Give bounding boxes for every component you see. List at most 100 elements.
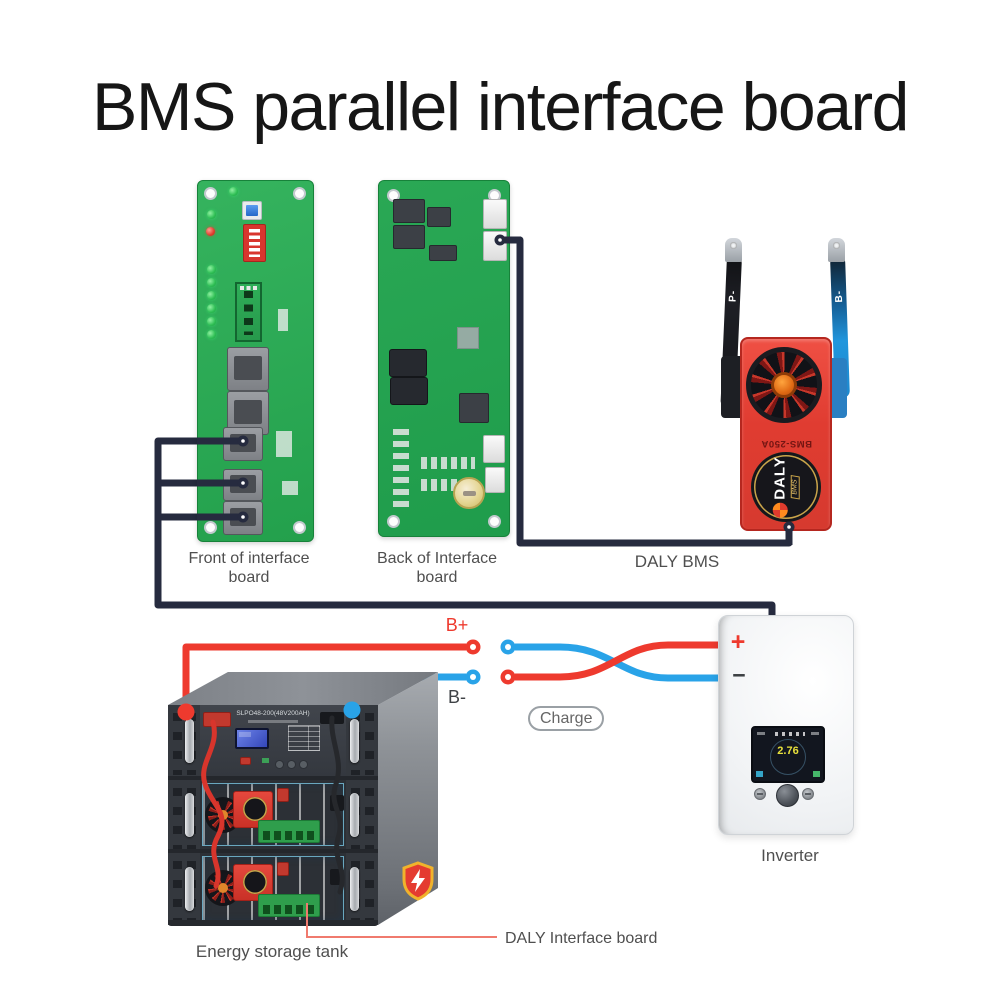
led-column	[207, 291, 216, 300]
mounting-hole	[387, 515, 400, 528]
battery-module-open	[200, 780, 346, 849]
battery-terminal-dots	[177, 701, 361, 721]
battery-module-open	[200, 853, 346, 925]
ic-chip	[429, 245, 457, 261]
run-led	[262, 758, 269, 763]
mounting-hole	[293, 187, 306, 200]
rack-ear	[346, 780, 378, 849]
wire-connector	[483, 199, 507, 229]
status-led	[207, 210, 216, 219]
lcd-display	[235, 728, 269, 749]
screw	[754, 788, 766, 800]
energy-storage-label: Energy storage tank	[195, 942, 349, 961]
screen-solar-icon	[756, 771, 763, 777]
connector-dots	[237, 234, 795, 533]
control-knob	[776, 784, 799, 807]
led-column	[207, 265, 216, 274]
daly-interface-board-module	[258, 894, 320, 917]
battery-module-top: SLPO48-200(48V200AH)	[200, 705, 346, 776]
pin-header	[393, 429, 409, 507]
module-bms	[233, 864, 273, 901]
annotation-line-interface-board	[306, 903, 497, 938]
wire-connector	[483, 435, 505, 463]
screen-status-left	[757, 732, 765, 735]
internal-red-cable	[201, 719, 225, 889]
rack-handle	[350, 793, 359, 837]
battery-subtitle-bar	[248, 720, 298, 723]
rack-handle	[185, 867, 194, 911]
inverter-label: Inverter	[761, 846, 819, 865]
ic-chip	[393, 199, 425, 223]
tier-separator	[168, 776, 378, 780]
screen-status-right	[811, 732, 819, 735]
dip-switch	[243, 224, 266, 262]
b-minus-label: B-	[448, 687, 466, 707]
rack-handle	[350, 867, 359, 911]
charge-label-wrap: Charge	[528, 706, 605, 731]
daly-brand-badge: DALY BMS	[751, 452, 821, 522]
rack-handle	[185, 793, 194, 837]
screen-grid-icon	[813, 771, 820, 777]
daly-interface-board-label: DALY Interface board	[505, 930, 658, 947]
mounting-hole	[488, 515, 501, 528]
ring-terminal	[828, 238, 845, 262]
dip-switch-toggles	[249, 229, 260, 257]
wire-frontboard-to-inverter	[154, 437, 776, 622]
charge-label: Charge	[528, 706, 605, 731]
front-board-label: Front of interface board	[188, 550, 310, 586]
pcb-pads	[276, 431, 292, 457]
lightning-bolt-icon	[411, 869, 425, 892]
inverter-screen: 2.76	[751, 726, 825, 783]
daly-interface-board-module	[258, 820, 320, 843]
ring-terminal	[725, 238, 742, 262]
screen-gauge-ring	[770, 739, 806, 775]
protection-shield-icon	[402, 861, 434, 901]
led-column	[207, 330, 216, 339]
main-ic	[459, 393, 489, 423]
smd-part	[457, 327, 479, 349]
led-column	[207, 317, 216, 326]
tier-separator	[168, 849, 378, 853]
led-column	[207, 278, 216, 287]
status-led	[229, 187, 238, 196]
status-led-red	[206, 227, 215, 236]
relay	[390, 377, 428, 405]
wire-charge-red-cross	[515, 641, 718, 681]
round-connectors	[275, 756, 311, 774]
mounting-hole	[204, 521, 217, 534]
mounting-hole	[293, 521, 306, 534]
daly-bms-unit: P- B- BMS-250A DALY BMS	[715, 238, 850, 538]
pcb-pads	[282, 481, 298, 495]
pad-row	[421, 457, 475, 469]
rack-base	[168, 920, 378, 926]
cooling-fan	[746, 347, 822, 423]
fuse-block	[277, 788, 289, 802]
terminal-block	[235, 282, 262, 342]
rj45-jack	[227, 347, 269, 391]
rack-ear	[168, 780, 200, 849]
back-board-label: Back of Interface board	[376, 550, 498, 586]
rack-front-face: SLPO48-200(48V200AH)	[168, 705, 378, 925]
rack-ear	[168, 853, 200, 925]
wire-battery-bplus	[182, 643, 466, 712]
back-interface-board	[378, 180, 510, 537]
screw	[802, 788, 814, 800]
screen-value: 2.76	[777, 745, 799, 757]
ic-chip	[393, 225, 425, 249]
screen-status-icons	[775, 732, 805, 736]
terminal-slots	[244, 291, 253, 335]
inverter: + − 2.76	[718, 615, 854, 835]
pcb-pads	[278, 309, 288, 331]
module-bms	[233, 791, 273, 828]
b-plus-label: B+	[445, 615, 469, 635]
mounting-hole	[204, 187, 217, 200]
rack-handle	[185, 719, 194, 763]
battery-model-text: SLPO48-200(48V200AH)	[236, 710, 310, 717]
reset-button	[242, 201, 262, 220]
inverter-plus-terminal: +	[730, 628, 746, 656]
ic-chip	[427, 207, 451, 227]
power-button	[240, 757, 251, 765]
page-title: BMS parallel interface board	[91, 69, 910, 145]
